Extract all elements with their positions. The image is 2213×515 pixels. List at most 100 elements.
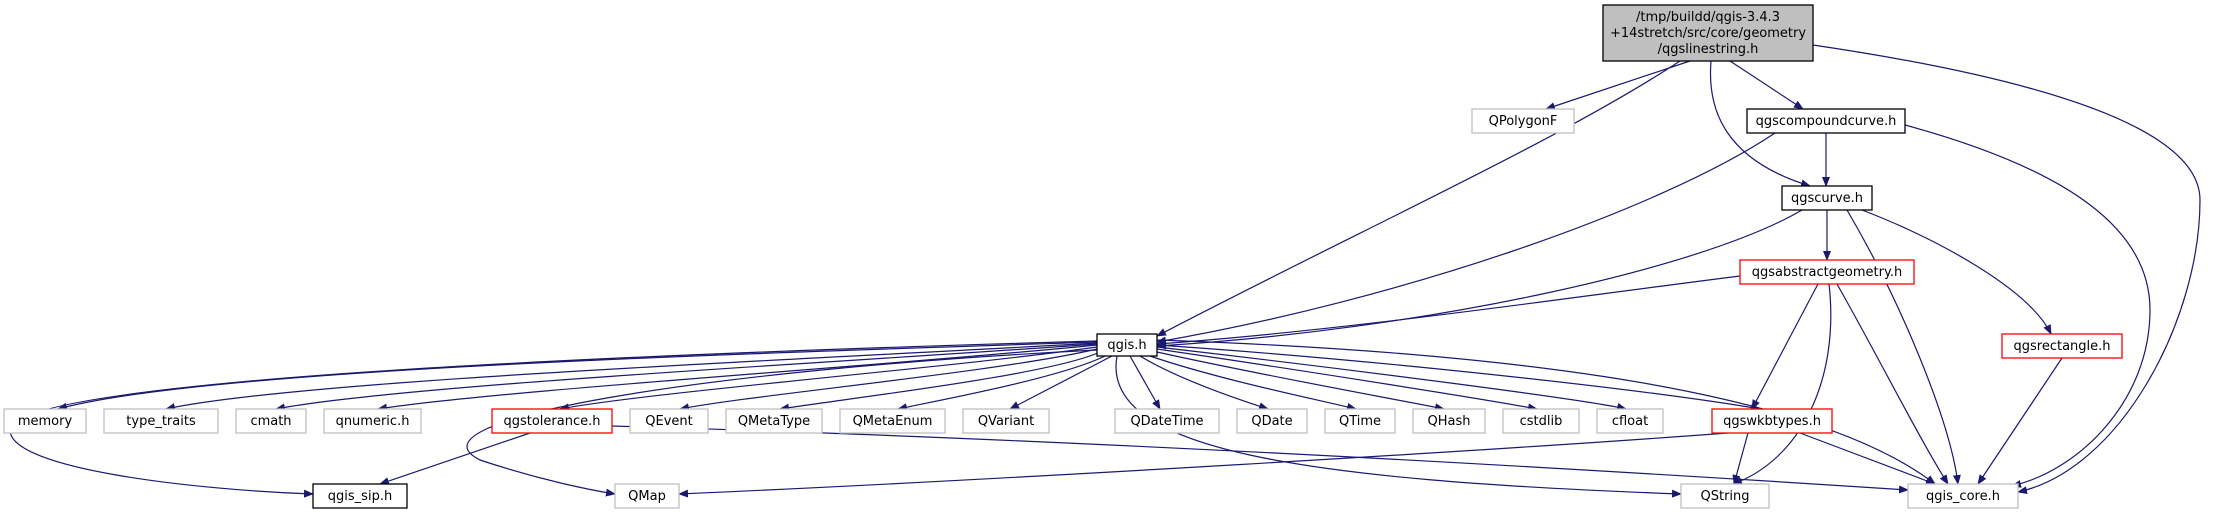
edge-qgscompoundcurve-to-qgis_core — [1904, 124, 2151, 488]
node-box-qstring — [1680, 483, 1770, 509]
node-qhash: QHash — [1412, 408, 1486, 434]
node-box-root — [1602, 4, 1814, 62]
node-qgis[interactable]: qgis.h — [1096, 333, 1158, 357]
node-box-qmetaenum — [839, 408, 946, 434]
node-type_traits: type_traits — [103, 408, 219, 434]
node-box-qdatetime — [1114, 408, 1220, 434]
edge-qgstolerance-to-qgis_core — [611, 425, 1909, 494]
edge-qgis-to-qstring — [1115, 355, 1682, 498]
node-label-memory: memory — [18, 414, 73, 429]
edge-root-to-qgis_core — [1812, 44, 2201, 495]
node-qgscompoundcurve[interactable]: qgscompoundcurve.h — [1746, 108, 1906, 134]
edge-qgis-to-memory — [57, 341, 1098, 411]
node-qmap: QMap — [614, 483, 680, 509]
node-qdate: QDate — [1236, 408, 1308, 434]
edge-root-to-qgscompoundcurve — [1729, 60, 1804, 110]
node-label-root: /tmp/buildd/qgis-3.4.3 — [1636, 10, 1780, 25]
node-label-qmetatype: QMetaType — [738, 414, 810, 429]
edge-root-to-qgis — [1156, 60, 1681, 337]
node-label-qgscurve: qgscurve.h — [1791, 191, 1863, 206]
node-qgscurve[interactable]: qgscurve.h — [1781, 185, 1873, 211]
node-qgis_sip[interactable]: qgis_sip.h — [312, 483, 408, 509]
node-label-qgis: qgis.h — [1107, 338, 1146, 353]
node-label-qgsabstractgeometry: qgsabstractgeometry.h — [1752, 265, 1902, 280]
node-qstring: QString — [1680, 483, 1770, 509]
node-box-qgsabstractgeometry — [1739, 259, 1915, 285]
node-qevent: QEvent — [629, 408, 709, 434]
edge-root-to-qpolygonf — [1545, 60, 1691, 110]
edge-qgis-to-qgis_core — [1156, 339, 1936, 485]
node-box-qtime — [1324, 408, 1396, 434]
edge-qgis-to-qnumeric — [377, 344, 1098, 412]
node-label-qtime: QTime — [1339, 414, 1381, 429]
node-label-qvariant: QVariant — [978, 414, 1034, 429]
edge-qgis-to-qmetaenum — [897, 355, 1106, 412]
node-label-cfloat: cfloat — [1612, 414, 1648, 429]
node-label-qgscompoundcurve: qgscompoundcurve.h — [1756, 114, 1897, 129]
edge-qgis-to-cfloat — [1156, 346, 1627, 411]
node-memory: memory — [3, 408, 87, 434]
node-box-qgscurve — [1781, 185, 1873, 211]
edge-qgsabstractgeometry-to-qgis — [1156, 275, 1741, 348]
node-box-qhash — [1412, 408, 1486, 434]
node-qgswkbtypes[interactable]: qgswkbtypes.h — [1711, 408, 1833, 434]
dependency-edges — [9, 44, 2201, 498]
node-label-qnumeric: qnumeric.h — [336, 414, 410, 429]
node-box-qvariant — [962, 408, 1050, 434]
node-qgsrectangle[interactable]: qgsrectangle.h — [2001, 333, 2123, 359]
edge-qgis-to-qdatetime — [1129, 355, 1161, 410]
node-root[interactable]: /tmp/buildd/qgis-3.4.3+14stretch/src/cor… — [1602, 4, 1814, 62]
node-qmetaenum: QMetaEnum — [839, 408, 946, 434]
node-cstdlib: cstdlib — [1502, 408, 1580, 434]
edge-qgis-to-qvariant — [1009, 355, 1113, 410]
node-box-qgscompoundcurve — [1746, 108, 1906, 134]
node-label-qgsrectangle: qgsrectangle.h — [2013, 339, 2110, 354]
node-label-root: +14stretch/src/core/geometry — [1610, 26, 1806, 41]
node-label-qhash: QHash — [1428, 414, 1471, 429]
node-box-qdate — [1236, 408, 1308, 434]
edge-qgis-to-qgstolerance — [559, 346, 1098, 412]
edge-qgis-to-qmap — [466, 349, 1098, 497]
edge-qgis-to-qtime — [1149, 355, 1357, 411]
node-label-qstring: QString — [1700, 489, 1749, 504]
node-box-qgswkbtypes — [1711, 408, 1833, 434]
node-cfloat: cfloat — [1596, 408, 1664, 434]
node-box-qpolygonf — [1471, 108, 1575, 134]
node-label-root: /qgslinestring.h — [1658, 42, 1759, 57]
node-label-qmap: QMap — [628, 489, 666, 504]
node-box-qevent — [629, 408, 709, 434]
node-box-type_traits — [103, 408, 219, 434]
edge-qgsabstractgeometry-to-qstring — [1732, 283, 1832, 485]
node-qdatetime: QDateTime — [1114, 408, 1220, 434]
node-box-memory — [3, 408, 87, 434]
node-qnumeric: qnumeric.h — [323, 408, 422, 434]
edge-qgis-to-qgis_sip — [9, 340, 1098, 498]
node-qpolygonf: QPolygonF — [1471, 108, 1575, 134]
node-label-qevent: QEvent — [645, 414, 692, 429]
node-label-qgis_core: qgis_core.h — [1926, 489, 2000, 504]
edge-qgis-to-type_traits — [165, 342, 1098, 412]
edge-qgis-to-qhash — [1156, 351, 1445, 412]
node-box-qnumeric — [323, 408, 422, 434]
node-label-qdate: QDate — [1251, 414, 1292, 429]
node-qgstolerance[interactable]: qgstolerance.h — [491, 408, 613, 434]
edge-qgsabstractgeometry-to-qgis_core — [1836, 283, 1949, 485]
node-qtime: QTime — [1324, 408, 1396, 434]
node-qgsabstractgeometry[interactable]: qgsabstractgeometry.h — [1739, 259, 1915, 285]
edge-qgis-to-cmath — [275, 343, 1098, 412]
node-box-qmetatype — [725, 408, 823, 434]
edge-root-to-qgscurve — [1709, 60, 1811, 188]
node-label-cstdlib: cstdlib — [1520, 414, 1563, 429]
node-label-qgis_sip: qgis_sip.h — [328, 489, 392, 504]
node-qgis_core: qgis_core.h — [1907, 483, 2019, 509]
edge-qgis-to-qdate — [1139, 355, 1269, 411]
node-box-qgis_core — [1907, 483, 2019, 509]
node-box-qgis_sip — [312, 483, 408, 509]
node-label-qgstolerance: qgstolerance.h — [503, 414, 600, 429]
edge-qgscurve-to-qgis_core — [1846, 209, 1961, 485]
edge-qgswkbtypes-to-qstring — [1732, 432, 1749, 485]
edge-qgstolerance-to-qgis_sip — [379, 432, 531, 485]
node-box-cstdlib — [1502, 408, 1580, 434]
edge-qgsabstractgeometry-to-qgswkbtypes — [1751, 283, 1819, 410]
